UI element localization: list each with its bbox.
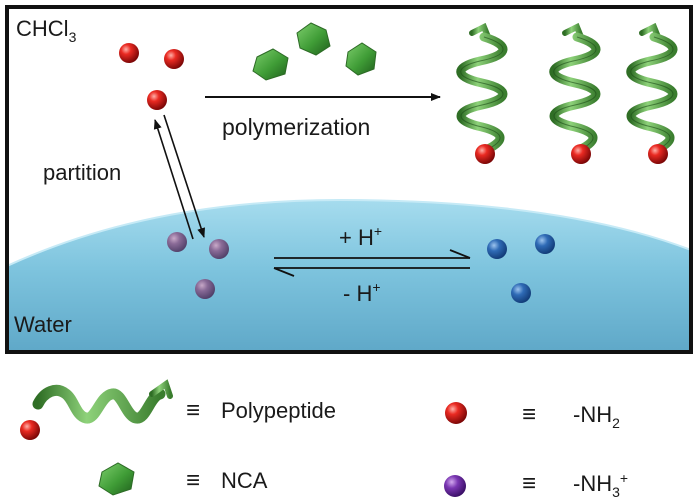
nca-monomers <box>252 22 377 81</box>
legend-nca-equiv: ≡ <box>186 467 200 494</box>
amine-sphere <box>119 43 139 63</box>
chcl3-label: CHCl3 <box>16 16 77 45</box>
amine-sphere <box>475 144 495 164</box>
ammonium-sphere <box>511 283 531 303</box>
amine-sphere <box>571 144 591 164</box>
legend-amine-icon <box>445 402 467 424</box>
protonation-equilibrium <box>273 249 471 277</box>
water-label: Water <box>14 312 72 337</box>
legend-ammonium-equiv: ≡ <box>522 470 536 497</box>
protonation-label: + H+ <box>339 223 382 250</box>
legend-ammonium-label: -NH3+ <box>573 470 628 500</box>
nca-monomer <box>345 42 377 76</box>
amine-sphere <box>195 279 215 299</box>
legend-amine-label: -NH2 <box>573 402 620 431</box>
helix-polypeptide-2 <box>549 22 601 164</box>
legend-polypeptide-icon <box>20 379 173 440</box>
legend-polypeptide-equiv: ≡ <box>186 397 200 424</box>
legend-ammonium-icon <box>444 475 466 497</box>
organic-amine-group <box>119 43 184 110</box>
amine-sphere <box>164 49 184 69</box>
legend-amine-equiv: ≡ <box>522 401 536 428</box>
helix-polypeptide-3 <box>626 22 678 164</box>
water-surface-highlight <box>7 198 691 267</box>
legend: ≡ Polypeptide ≡ -NH2 ≡ NCA ≡ -NH3+ <box>20 379 628 500</box>
legend-polypeptide-label: Polypeptide <box>221 398 336 423</box>
polymerization-label: polymerization <box>222 114 370 140</box>
aqueous-amine-group <box>167 232 229 299</box>
legend-nca-icon <box>98 462 135 496</box>
helix-polypeptide-1 <box>456 22 508 164</box>
amine-sphere <box>167 232 187 252</box>
amine-sphere <box>147 90 167 110</box>
partition-arrows <box>153 114 205 240</box>
ammonium-sphere <box>535 234 555 254</box>
legend-nca-label: NCA <box>221 468 268 493</box>
nca-monomer <box>252 48 289 81</box>
amine-sphere <box>648 144 668 164</box>
partition-label: partition <box>43 160 121 185</box>
ammonium-sphere <box>487 239 507 259</box>
protonated-group <box>487 234 555 303</box>
amine-sphere <box>209 239 229 259</box>
nca-monomer <box>296 22 331 56</box>
deprotonation-label: - H+ <box>343 279 381 306</box>
